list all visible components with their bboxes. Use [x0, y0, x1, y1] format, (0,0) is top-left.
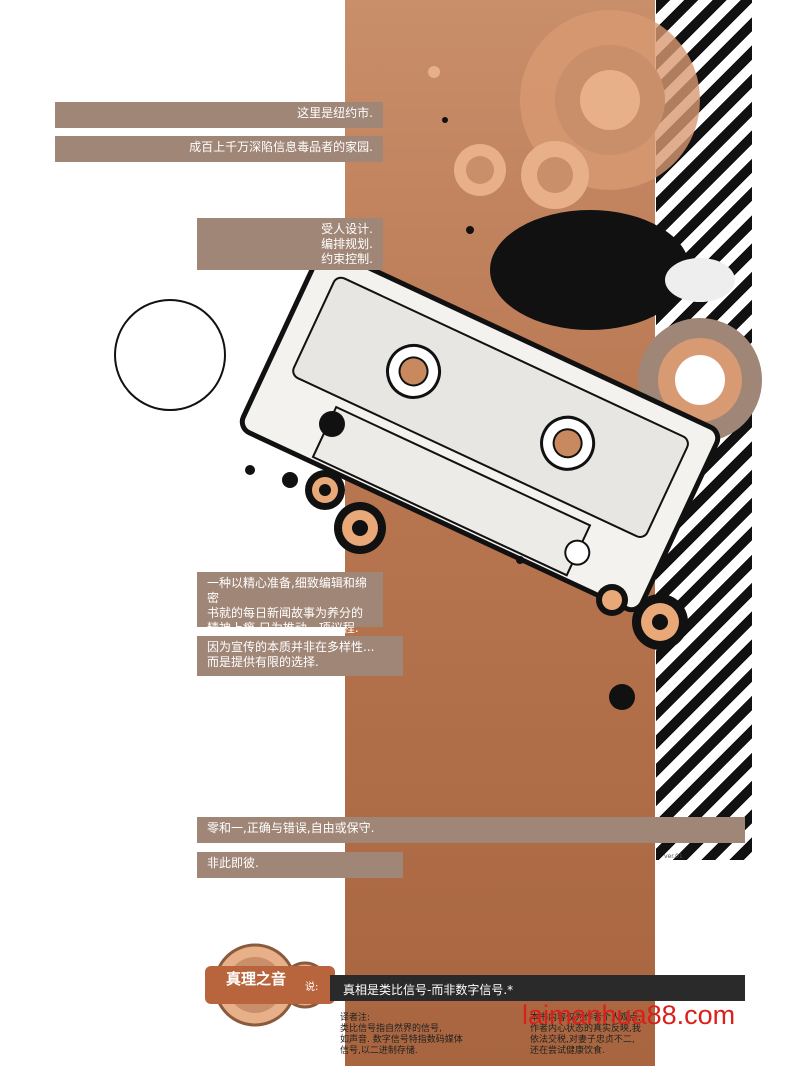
author-note-line-3: 依法交税,对妻子忠贞不二, — [530, 1035, 635, 1045]
translator-note: 译者注: 类比信号指自然界的信号, 如声音. 数字信号特指数码媒体 信号,以二进… — [340, 1013, 463, 1057]
translator-note-line-4: 信号,以二进制存储. — [340, 1046, 418, 1056]
footer-bar — [330, 975, 745, 1001]
logo-suffix: 说: — [305, 982, 319, 993]
right-margin — [752, 0, 800, 1066]
caption-designed: 受人设计. 编排规划. 约束控制. — [197, 218, 383, 270]
translator-note-line-1: 译者注: — [340, 1013, 371, 1023]
author-note-line-4: 还在尝试健康饮食. — [530, 1046, 605, 1056]
caption-designed-line-3: 约束控制. — [321, 252, 373, 266]
caption-either: 非此即彼. — [197, 852, 403, 878]
caption-news-line-1: 一种以精心准备,细致编辑和绵密 — [207, 576, 367, 605]
caption-news-line-2: 书就的每日新闻故事为养分的 — [207, 606, 364, 620]
author-note-line-2: 作者内心状态的真实反映,我 — [530, 1024, 641, 1034]
caption-home: 成百上千万深陷信息毒品者的家园. — [55, 136, 383, 162]
author-note-line-1: 本书内容仅为作者个人观点, — [530, 1013, 641, 1023]
watermark: laimanhua88.com — [522, 1000, 736, 1030]
caption-propaganda: 因为宣传的本质并非在多样性... 而是提供有限的选择. — [197, 636, 403, 676]
caption-nyc: 这里是纽约市. — [55, 102, 383, 128]
logo-text: 真理之音 — [226, 970, 287, 988]
page-mark: ver.01 — [664, 853, 683, 860]
caption-designed-line-2: 编排规划. — [321, 237, 373, 251]
caption-propaganda-line-2: 而是提供有限的选择. — [207, 655, 319, 669]
caption-news-line-3: 精神上瘾,只为推动一项议程. — [207, 621, 359, 635]
caption-designed-line-1: 受人设计. — [321, 222, 373, 236]
translator-note-line-2: 类比信号指自然界的信号, — [340, 1024, 442, 1034]
left-margin — [0, 0, 52, 1066]
author-note: 本书内容仅为作者个人观点, 作者内心状态的真实反映,我 依法交税,对妻子忠贞不二… — [530, 1013, 641, 1057]
footer-quote: 真相是类比信号-而非数字信号.* — [343, 983, 514, 997]
caption-news: 一种以精心准备,细致编辑和绵密 书就的每日新闻故事为养分的 精神上瘾,只为推动一… — [197, 572, 383, 635]
caption-binary: 零和一,正确与错误,自由或保守. — [197, 817, 745, 843]
translator-note-line-3: 如声音. 数字信号特指数码媒体 — [340, 1035, 463, 1045]
caption-propaganda-line-1: 因为宣传的本质并非在多样性... — [207, 640, 375, 654]
